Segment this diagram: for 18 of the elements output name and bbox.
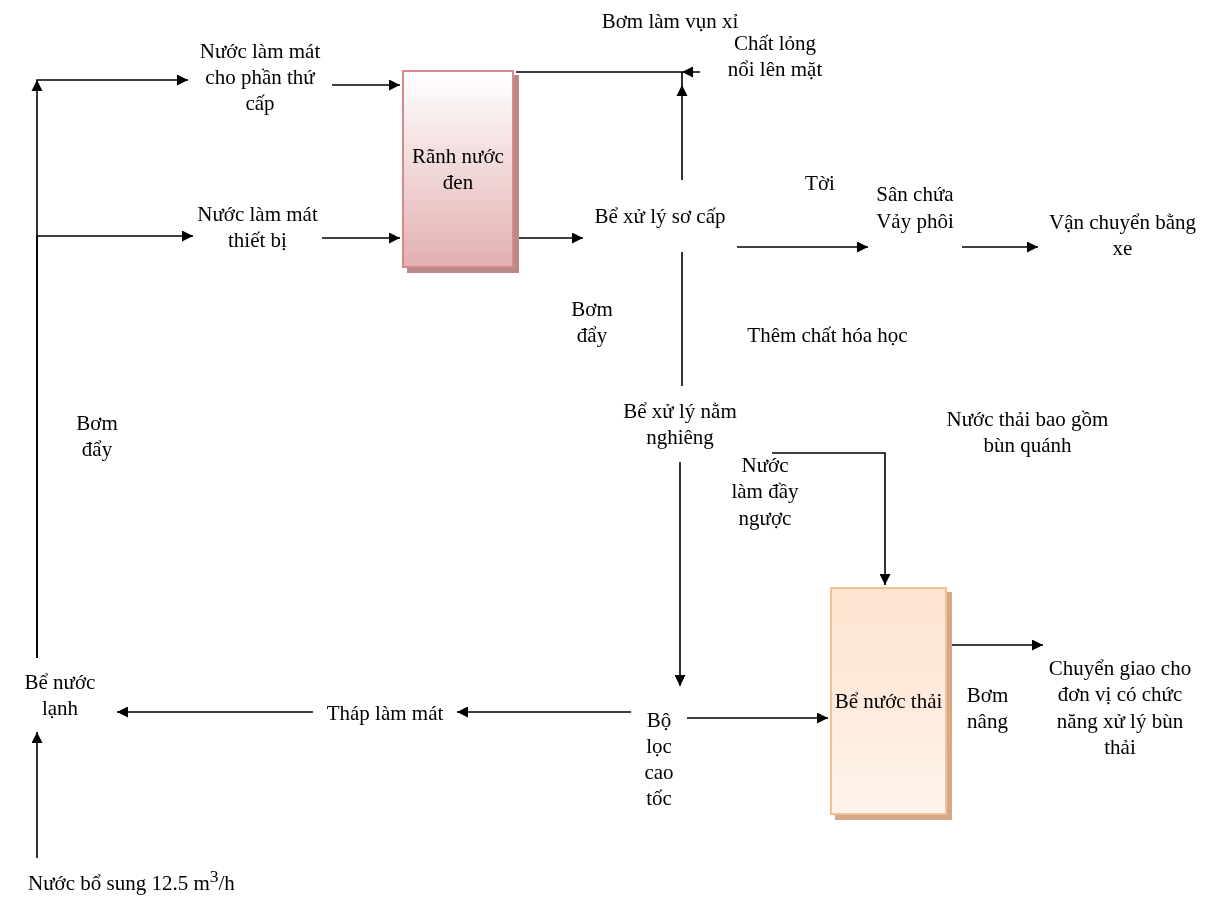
process-label: Vận chuyển bằng xe — [1040, 208, 1205, 262]
note-label: Nước thải bao gồm bùn quánh — [945, 406, 1110, 459]
process-label: Nước làm mát cho phần thứ cấp — [190, 37, 330, 117]
process-label: Chuyển giao cho đơn vị có chức năng xử lý bùn thải — [1045, 655, 1195, 760]
process-label: Nước bổ sung 12.5 m$^{3}$/h — [28, 865, 235, 897]
process-label: Sân chứa Vảy phôi — [870, 181, 960, 234]
process-label: Bể xử lý nằm nghiêng — [590, 397, 770, 451]
process-label: Tháp làm mát — [326, 699, 444, 727]
process-label: Bể xử lý sơ cấp — [594, 202, 726, 230]
process-label: Bể nước lạnh — [5, 668, 115, 722]
process-label: Nước làm mát thiết bị — [195, 200, 320, 254]
process-label: Bộ lọc cao tốc — [633, 706, 685, 812]
tank-label: Bể nước thải — [834, 687, 943, 715]
note-label: Thêm chất hóa học — [746, 322, 909, 349]
note-label: Bơm nâng — [965, 682, 1010, 735]
note-label: Bơm đẩy — [75, 410, 119, 463]
tank-label: Rãnh nước đen — [411, 142, 505, 196]
note-label: Nước làm đầy ngược — [730, 452, 800, 531]
